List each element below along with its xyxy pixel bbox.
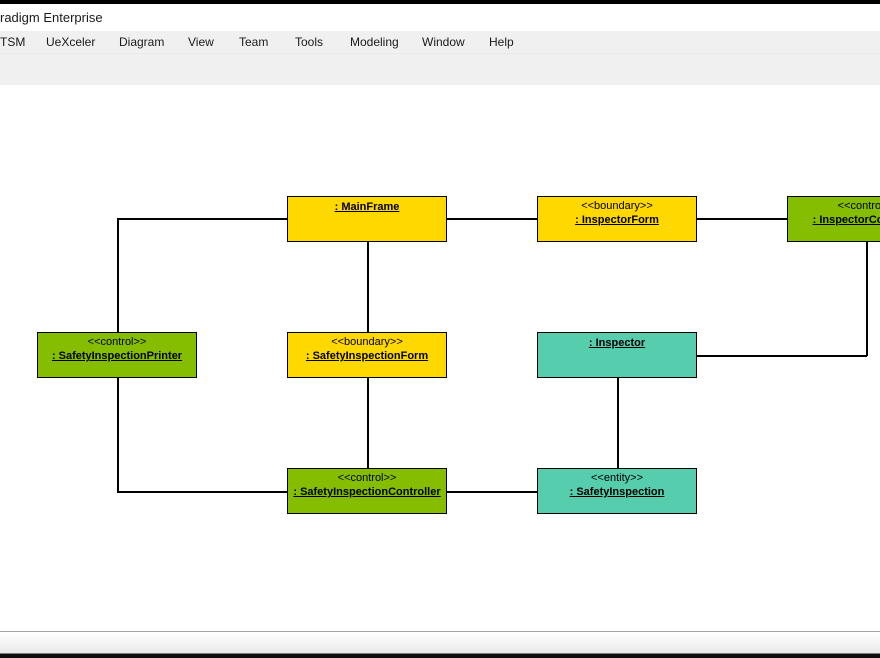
node-name: : SafetyInspectionController [293, 486, 441, 498]
menu-item-diagram[interactable]: Diagram [119, 35, 165, 49]
connector-line[interactable] [697, 355, 867, 357]
node-name: : InspectorForm [575, 214, 659, 226]
node-safety-inspection-printer[interactable]: <<control>> : SafetyInspectionPrinter [37, 332, 197, 378]
menu-item-team[interactable]: Team [239, 35, 269, 49]
node-stereotype: <<entity>> [591, 472, 643, 484]
connector-line[interactable] [697, 218, 787, 220]
window-bottom-edge [0, 654, 880, 658]
connector-line[interactable] [447, 218, 537, 220]
status-bar [0, 631, 880, 654]
node-name: : MainFrame [334, 201, 400, 213]
node-stereotype: <<control>> [87, 336, 147, 348]
node-inspector-controller[interactable]: <<control>> : InspectorController [787, 196, 880, 242]
menu-item-modeling[interactable]: Modeling [350, 35, 399, 49]
menu-item-help[interactable]: Help [489, 35, 514, 49]
connector-line[interactable] [617, 378, 619, 468]
node-inspector[interactable]: : Inspector [537, 332, 697, 378]
node-safety-inspection-form[interactable]: <<boundary>> : SafetyInspectionForm [287, 332, 447, 378]
node-name: : SafetyInspectionPrinter [51, 350, 183, 362]
connector-line[interactable] [447, 491, 537, 493]
node-mainframe[interactable]: : MainFrame [287, 196, 447, 242]
node-inspector-form[interactable]: <<boundary>> : InspectorForm [537, 196, 697, 242]
node-name: : Inspector [588, 337, 646, 349]
connector-line[interactable] [866, 242, 868, 356]
node-name: : SafetyInspection [569, 486, 665, 498]
node-stereotype: <<boundary>> [331, 336, 403, 348]
connector-line[interactable] [367, 242, 369, 332]
menu-toolbar-area: TSM UeXceler Diagram View Team Tools Mod… [0, 31, 880, 86]
menu-item-uexceler[interactable]: UeXceler [46, 35, 96, 49]
status-bar-area [0, 631, 880, 658]
title-bar: radigm Enterprise [0, 4, 880, 31]
connector-line[interactable] [117, 378, 119, 491]
connector-line[interactable] [117, 218, 119, 332]
node-safety-inspection-controller[interactable]: <<control>> : SafetyInspectionController [287, 468, 447, 514]
node-name: : SafetyInspectionForm [305, 350, 429, 362]
menu-item-tools[interactable]: Tools [295, 35, 324, 49]
node-safety-inspection[interactable]: <<entity>> : SafetyInspection [537, 468, 697, 514]
menu-item-view[interactable]: View [188, 35, 214, 49]
menu-item-window[interactable]: Window [422, 35, 465, 49]
node-stereotype: <<control>> [337, 472, 397, 484]
connector-line[interactable] [367, 378, 369, 468]
menu-item-tsm[interactable]: TSM [0, 35, 26, 49]
node-stereotype: <<control>> [837, 200, 880, 212]
node-name: : InspectorController [812, 214, 880, 226]
window-top-edge [0, 0, 880, 4]
connector-line[interactable] [117, 218, 287, 220]
window-title: radigm Enterprise [0, 10, 103, 25]
node-stereotype: <<boundary>> [581, 200, 653, 212]
connector-line[interactable] [117, 491, 287, 493]
menu-bar: TSM UeXceler Diagram View Team Tools Mod… [0, 31, 880, 54]
